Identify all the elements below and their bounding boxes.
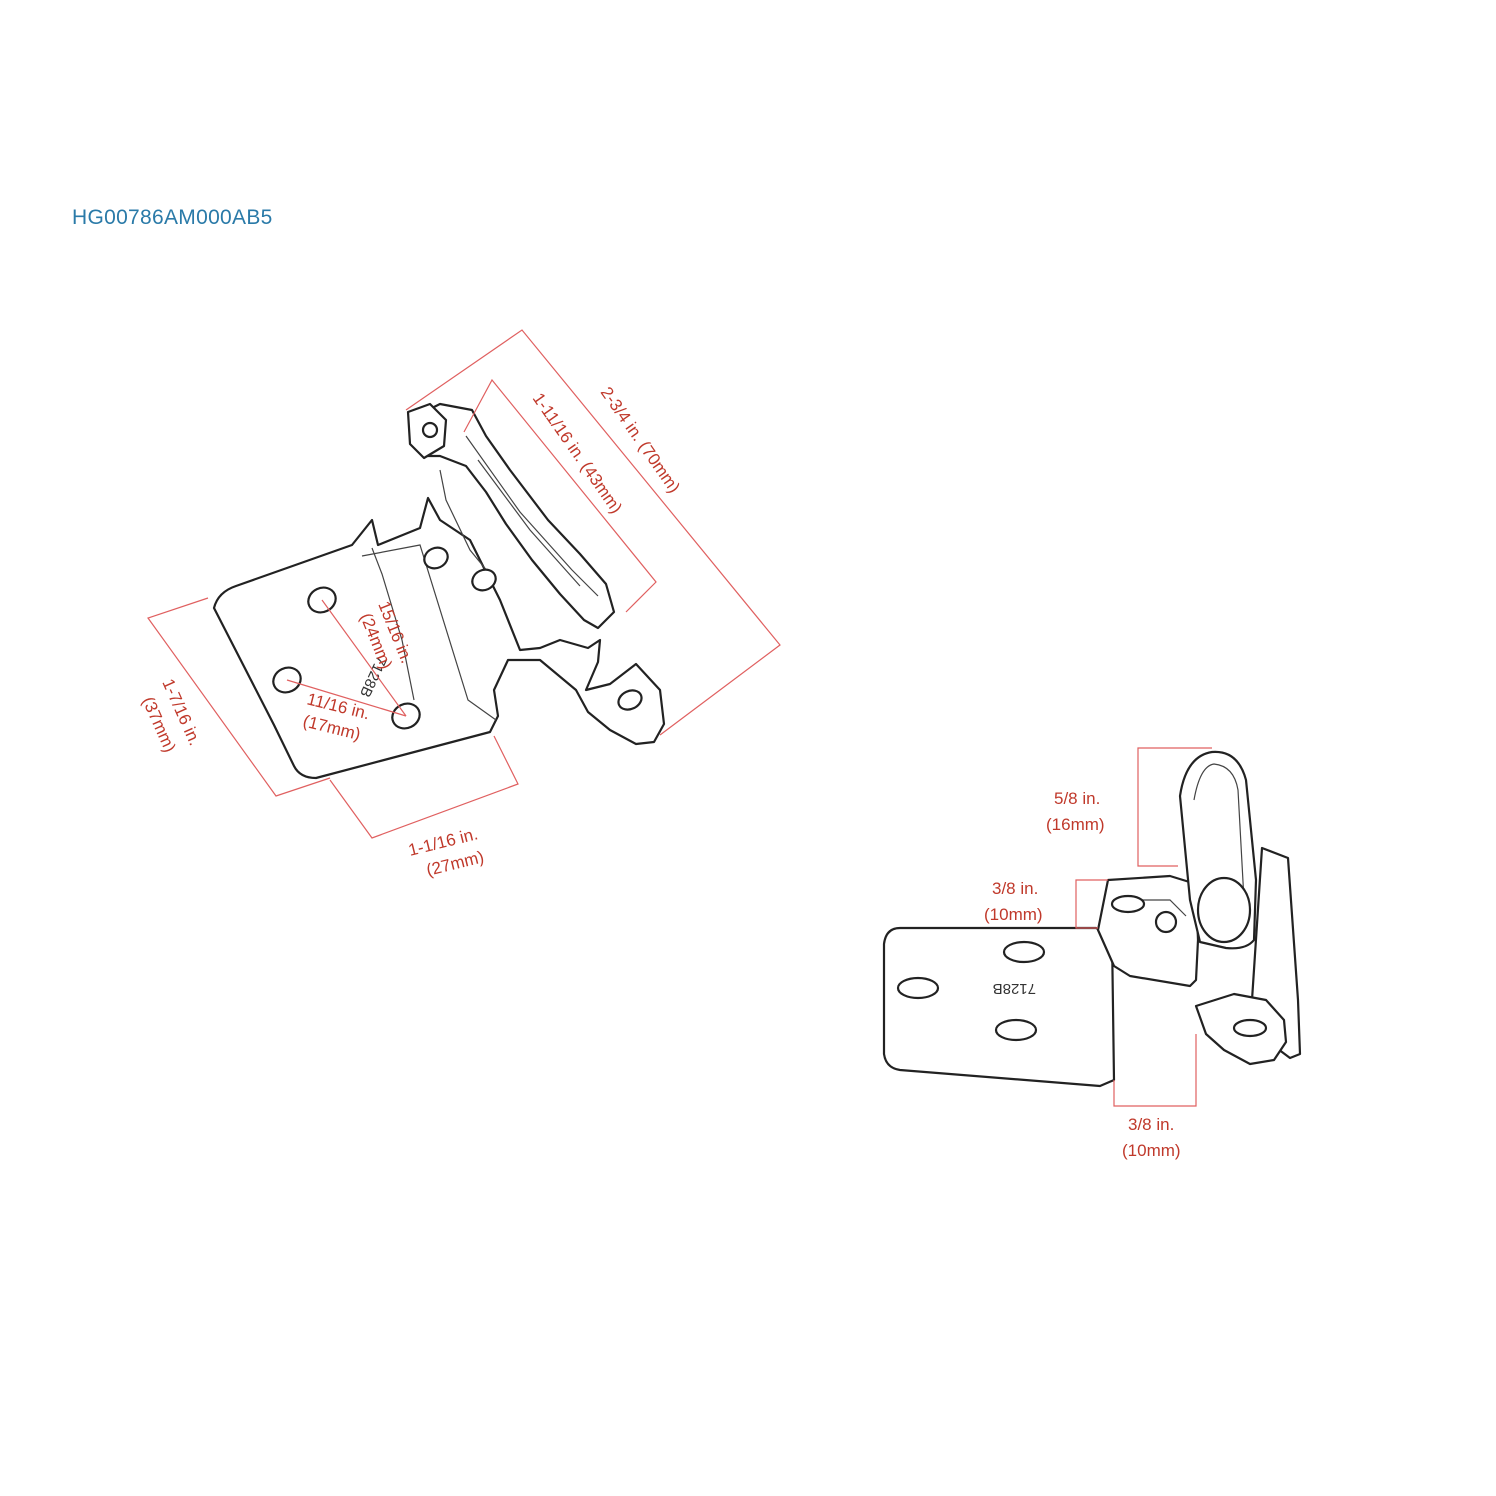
right-bottom-offset-1: 3/8 in. (1128, 1115, 1174, 1134)
left-overall-length: 2-3/4 in. (70mm) (597, 383, 684, 496)
right-hinge-stamp: 7128B (993, 980, 1036, 997)
left-hinge-knuckle (410, 402, 616, 630)
left-hinge-drawing: 7128B (212, 402, 666, 780)
right-bottom-offset-2: (10mm) (1122, 1141, 1181, 1160)
right-knuckle-height-1: 5/8 in. (1054, 789, 1100, 808)
right-dimension-lines (1075, 747, 1212, 1107)
right-hinge-hole-1 (896, 976, 940, 1000)
left-hinge-plate (212, 496, 666, 780)
part-code-label: HG00786AM000AB5 (72, 206, 273, 229)
left-dimension-lines (147, 329, 781, 839)
right-offset-1: 3/8 in. (992, 879, 1038, 898)
right-offset-2: (10mm) (984, 905, 1043, 924)
right-knuckle-height-2: (16mm) (1046, 815, 1105, 834)
right-hinge-plate (882, 926, 1116, 1088)
right-hinge-hole-2 (1002, 940, 1046, 964)
right-hinge-drawing: 7128B (882, 750, 1302, 1088)
right-hinge-hole-3 (994, 1018, 1038, 1042)
